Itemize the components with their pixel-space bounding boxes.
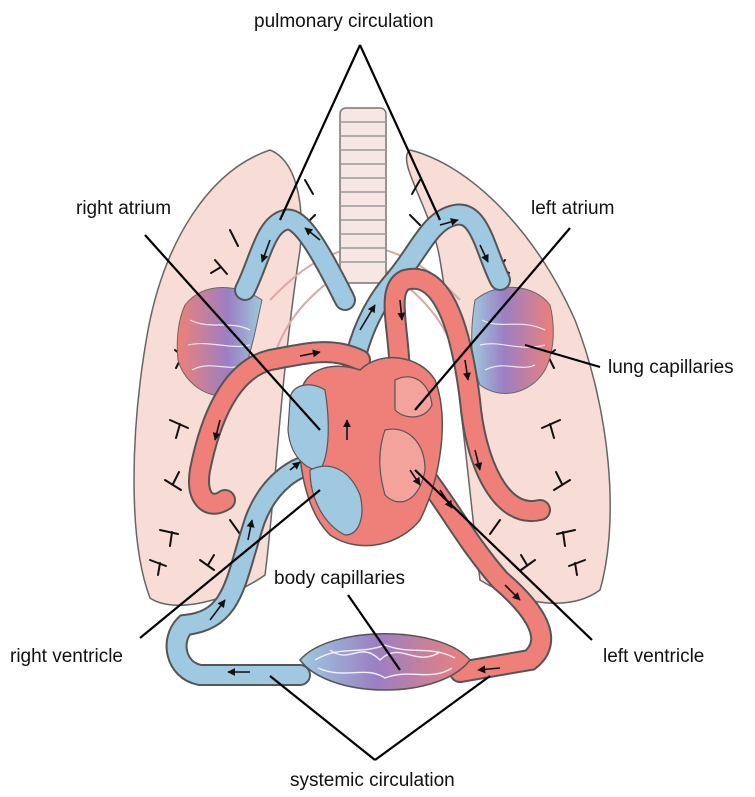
label-lung-capillaries: lung capillaries <box>608 357 734 379</box>
body-capillary-bed <box>300 634 470 690</box>
trachea <box>340 108 386 283</box>
label-left-atrium: left atrium <box>531 198 614 220</box>
label-right-atrium: right atrium <box>76 198 171 220</box>
label-pulmonary-circulation: pulmonary circulation <box>254 11 434 33</box>
label-right-ventricle: right ventricle <box>10 646 123 668</box>
label-body-capillaries: body capillaries <box>274 568 405 590</box>
label-systemic-circulation: systemic circulation <box>290 770 455 792</box>
label-left-ventricle: left ventricle <box>603 646 704 668</box>
heart <box>288 358 442 546</box>
right-atrium-chamber <box>288 385 328 470</box>
